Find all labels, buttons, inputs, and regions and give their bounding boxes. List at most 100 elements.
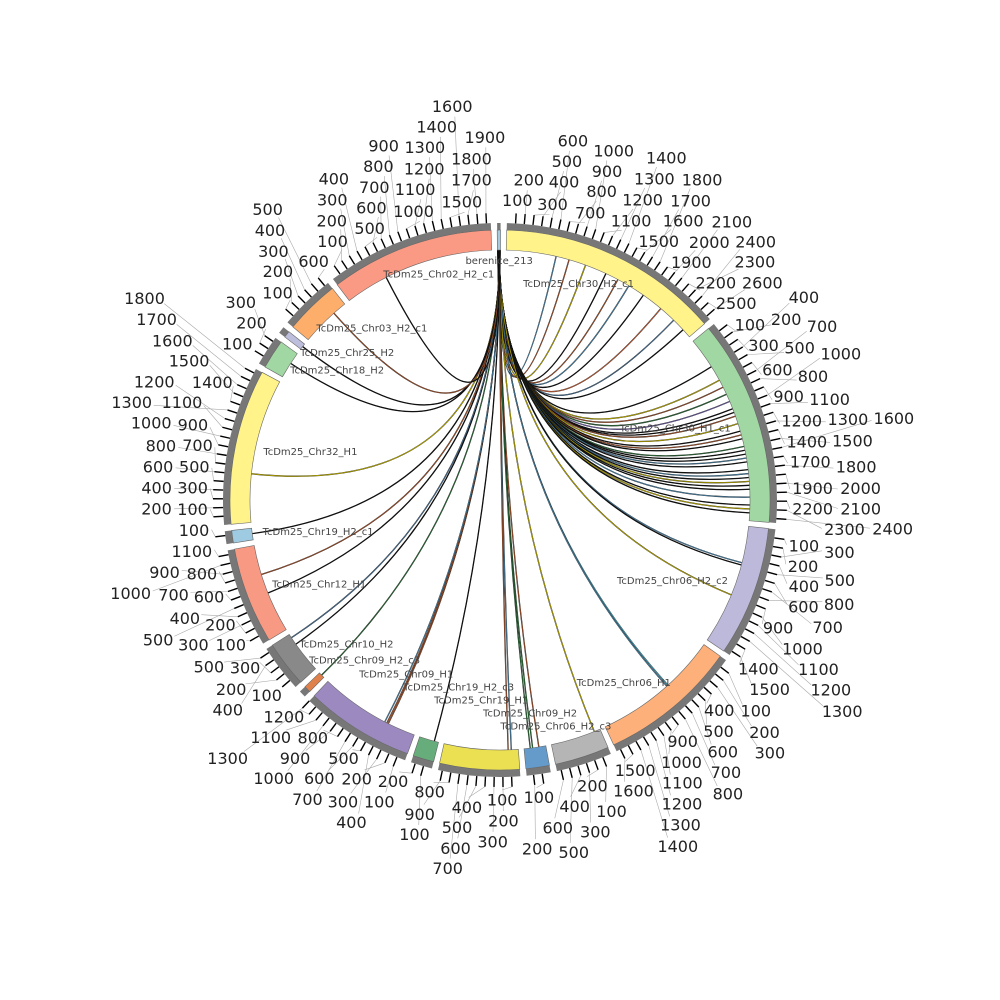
tick-leader-line (406, 221, 420, 229)
tick-mark (639, 251, 646, 262)
tick-mark (476, 213, 479, 224)
segment-TcDm25_Chr30_H1_c1[interactable] (692, 327, 771, 523)
link[interactable] (321, 249, 501, 676)
tick-mark (709, 680, 718, 688)
tick-mark (405, 228, 411, 239)
tick-label: 1500 (615, 761, 656, 780)
tick-mark (599, 232, 605, 243)
tick-mark (254, 350, 264, 357)
tick-label: 500 (143, 631, 174, 650)
tick-label: 900 (178, 415, 209, 434)
link[interactable] (385, 249, 501, 383)
segment-TcDm25_Chr12_H1[interactable] (234, 545, 287, 641)
link[interactable] (499, 249, 509, 750)
tick-mark (771, 554, 782, 558)
tick-leader-line (714, 289, 746, 310)
tick-label: 2500 (716, 294, 757, 313)
segment-berenice_213[interactable] (496, 229, 501, 251)
tick-leader-line (586, 769, 599, 777)
tick-mark (762, 588, 773, 593)
segment-TcDm25_Chr18_H2[interactable] (264, 341, 298, 378)
link[interactable] (498, 249, 742, 566)
tick-leader-line (761, 608, 766, 624)
tick-label: 200 (263, 262, 294, 281)
segment-name-label: TcDm25_Chr09_H2_c3 (308, 656, 420, 667)
tick-mark (558, 219, 562, 230)
link[interactable] (433, 249, 500, 742)
tick-leader-line (414, 199, 422, 226)
segment-TcDm25_Chr30_H2_c1[interactable] (505, 229, 705, 338)
tick-leader-line (623, 758, 626, 782)
link-outline (498, 249, 742, 566)
tick-label: 400 (452, 798, 483, 817)
tick-leader-line (350, 758, 377, 794)
segment-TcDm25_Chr19_H2_c1[interactable] (231, 527, 254, 544)
tick-label: 1200 (404, 159, 445, 178)
segment-TcDm25_Chr06_H2_c2[interactable] (706, 526, 769, 652)
tick-mark (594, 760, 599, 770)
tick-leader-line (468, 786, 486, 798)
tick-leader-line (175, 384, 225, 419)
tick-label: 600 (558, 132, 589, 151)
link[interactable] (386, 249, 501, 724)
tick-mark (230, 400, 241, 406)
segment-TcDm25_Chr09_H1[interactable] (313, 680, 415, 755)
tick-leader-line (698, 706, 712, 745)
tick-label: 2400 (735, 233, 776, 252)
segment-TcDm25_Chr03_H2_c1[interactable] (292, 287, 346, 341)
link[interactable] (498, 249, 668, 687)
tick-leader-line (286, 719, 317, 731)
segment-TcDm25_Chr10_H2[interactable] (271, 634, 316, 683)
segment-TcDm25_Chr02_H2_c1[interactable] (336, 229, 493, 301)
segment-TcDm25_Chr06_H1[interactable] (604, 644, 721, 746)
tick-label: 900 (404, 805, 435, 824)
segment-TcDm25_Chr06_H2_c3[interactable] (551, 728, 609, 765)
tick-label: 1400 (786, 432, 827, 451)
tick-mark (549, 217, 553, 228)
tick-leader-line (604, 229, 622, 233)
tick-label: 100 (487, 790, 518, 809)
segment-name-label: TcDm25_Chr03_H2_c1 (315, 324, 427, 335)
tick-leader-line (659, 188, 691, 262)
link[interactable] (498, 249, 732, 596)
segment-TcDm25_Chr19_H2_c3[interactable] (412, 736, 439, 763)
tick-label: 600 (194, 588, 225, 607)
tick-leader-line (214, 447, 216, 463)
tick-label: 1200 (810, 680, 851, 699)
tick-leader-line (278, 217, 312, 284)
tick-label: 1300 (111, 393, 152, 412)
tick-leader-line (751, 362, 762, 375)
tick-leader-line (688, 283, 701, 291)
segment-TcDm25_Chr09_H2_c3[interactable] (304, 672, 325, 692)
tick-mark (218, 553, 229, 558)
tick-leader-line (174, 608, 235, 637)
link[interactable] (333, 249, 501, 394)
segment-TcDm25_Chr19_H1[interactable] (439, 743, 521, 771)
tick-leader-line (218, 571, 226, 584)
link[interactable] (387, 249, 500, 724)
tick-leader-line (364, 237, 378, 247)
tick-mark (560, 769, 565, 781)
tick-mark (392, 756, 398, 767)
tick-leader-line (364, 762, 385, 771)
tick-mark (301, 700, 310, 709)
tick-mark (215, 534, 226, 538)
tick-leader-line (340, 208, 350, 256)
tick-mark (607, 235, 614, 246)
tick-label: 1100 (171, 542, 212, 561)
segment-TcDm25_Chr09_H2[interactable] (523, 745, 550, 770)
tick-label: 100 (177, 500, 208, 519)
tick-label: 200 (317, 211, 348, 230)
tick-leader-line (786, 519, 870, 529)
tick-mark (774, 464, 785, 468)
segment-TcDm25_Chr32_H1[interactable] (229, 371, 281, 525)
tick-leader-line (388, 155, 399, 232)
segment-TcDm25_Chr25_H2[interactable] (284, 331, 305, 350)
tick-label: 1100 (809, 390, 850, 409)
tick-leader-line (625, 754, 634, 762)
segment-name-label: TcDm25_Chr25_H2 (299, 348, 394, 359)
tick-leader-line (785, 474, 791, 490)
tick-label: 700 (292, 790, 323, 809)
tick-label: 2200 (695, 273, 736, 292)
link[interactable] (498, 249, 595, 732)
